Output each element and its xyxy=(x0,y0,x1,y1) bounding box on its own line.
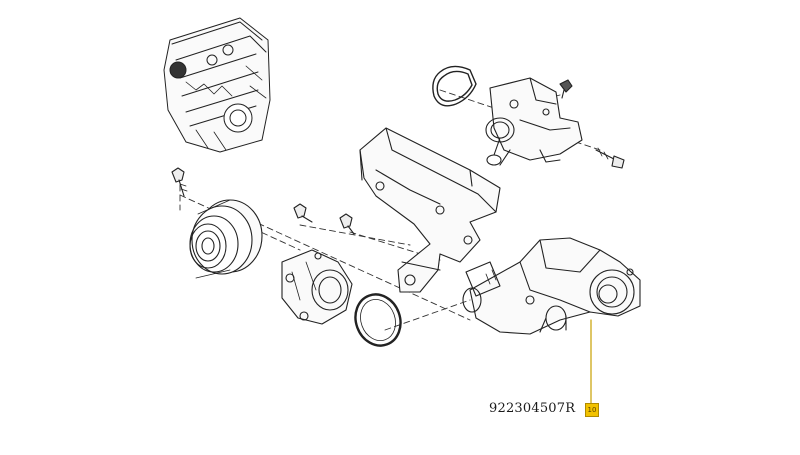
thermostat-outlet-housing xyxy=(462,237,641,335)
mounting-bolt xyxy=(339,213,355,235)
thermostat-housing-upper xyxy=(485,77,583,166)
part-number-label[interactable]: 922304507R xyxy=(489,401,576,416)
pulley xyxy=(189,199,263,279)
engine-block xyxy=(163,17,271,153)
mounting-bolt xyxy=(171,167,188,197)
mounting-bolt xyxy=(595,147,625,169)
bleed-screw xyxy=(559,79,573,99)
water-pump xyxy=(281,249,353,325)
support-bracket xyxy=(359,127,501,293)
housing-gasket xyxy=(432,65,477,107)
reference-badge[interactable]: 10 xyxy=(585,403,599,417)
o-ring xyxy=(354,293,402,347)
mounting-bolt xyxy=(293,203,313,223)
